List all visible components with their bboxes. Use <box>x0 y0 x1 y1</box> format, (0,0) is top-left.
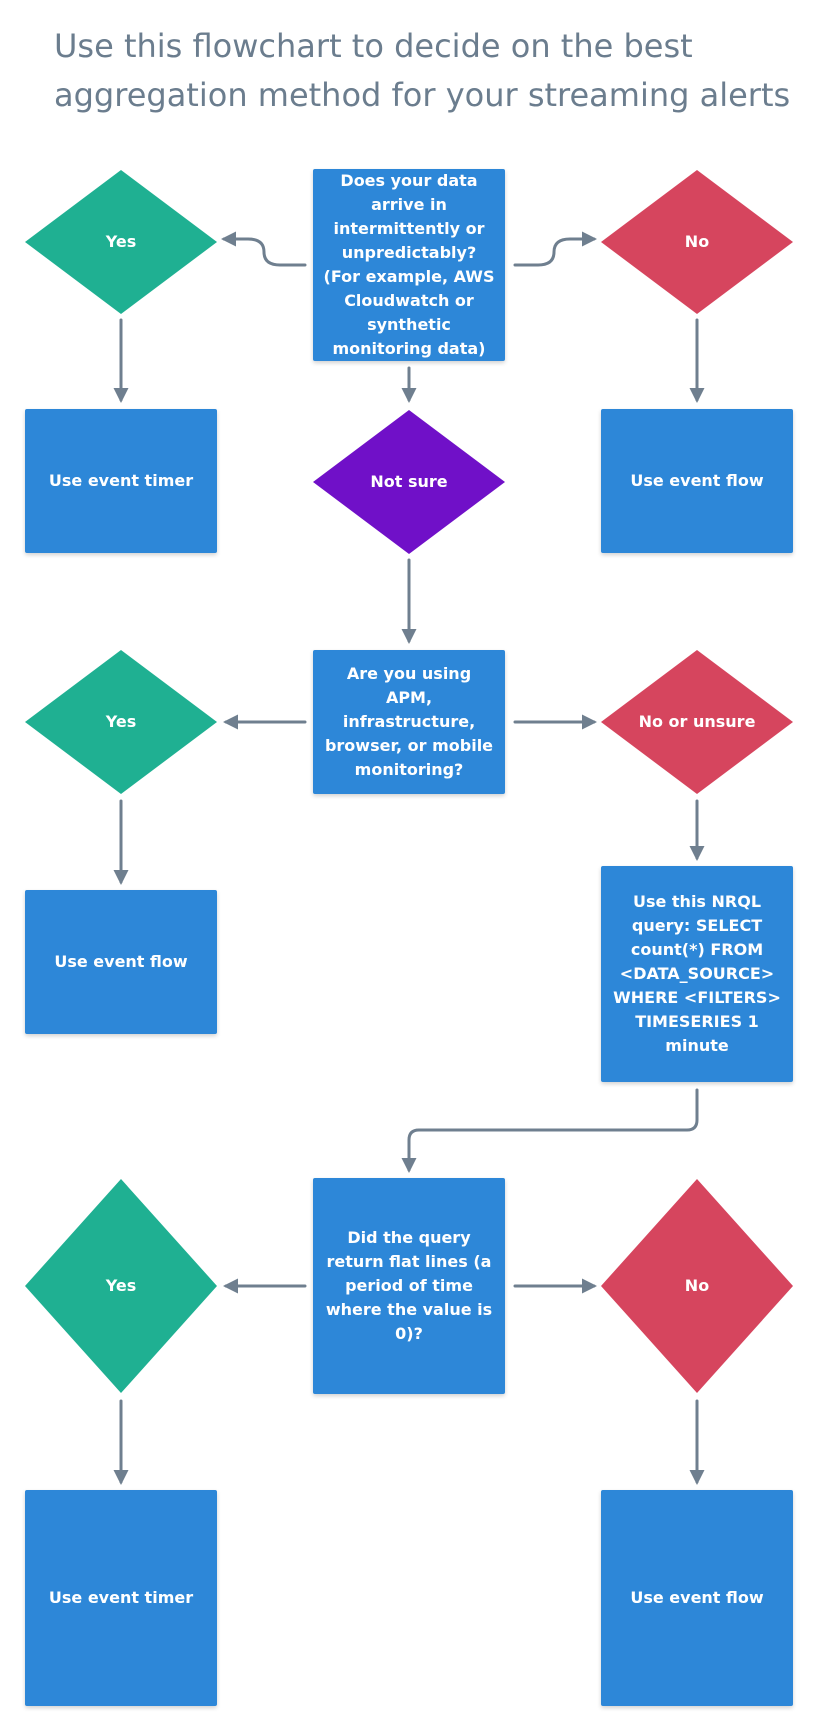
q2-yes-diamond: Yes <box>25 650 217 794</box>
q2-no-label: No or unsure <box>638 712 756 731</box>
q2-question-box: Are you using APM, infrastructure, brows… <box>313 650 505 794</box>
q1-yes-result-box: Use event timer <box>25 409 217 553</box>
q1-yes-label: Yes <box>105 232 137 251</box>
q1-no-diamond: No <box>601 170 793 314</box>
q3-no-label: No <box>684 1276 710 1295</box>
q1-not-sure-label: Not sure <box>370 472 448 491</box>
q1-no-result-box: Use event flow <box>601 409 793 553</box>
q3-no-result-box: Use event flow <box>601 1490 793 1706</box>
q1-question-box: Does your data arrive in intermittently … <box>313 169 505 361</box>
connector-q1-no <box>513 231 597 267</box>
q3-yes-diamond: Yes <box>25 1179 217 1393</box>
q3-question-box: Did the query return flat lines (a perio… <box>313 1178 505 1394</box>
connector-nrql-q3 <box>401 1088 699 1173</box>
q1-not-sure-diamond: Not sure <box>313 410 505 554</box>
page-title: Use this flowchart to decide on the best… <box>54 27 791 114</box>
nrql-query-box: Use this NRQL query: SELECT count(*) FRO… <box>601 866 793 1082</box>
q2-yes-result-box: Use event flow <box>25 890 217 1034</box>
q3-yes-label: Yes <box>105 1276 137 1295</box>
q2-no-diamond: No or unsure <box>601 650 793 794</box>
q3-yes-result-box: Use event timer <box>25 1490 217 1706</box>
q1-no-label: No <box>684 232 710 251</box>
q2-yes-label: Yes <box>105 712 137 731</box>
q1-yes-diamond: Yes <box>25 170 217 314</box>
connector-q1-yes <box>221 231 307 267</box>
q3-no-diamond: No <box>601 1179 793 1393</box>
